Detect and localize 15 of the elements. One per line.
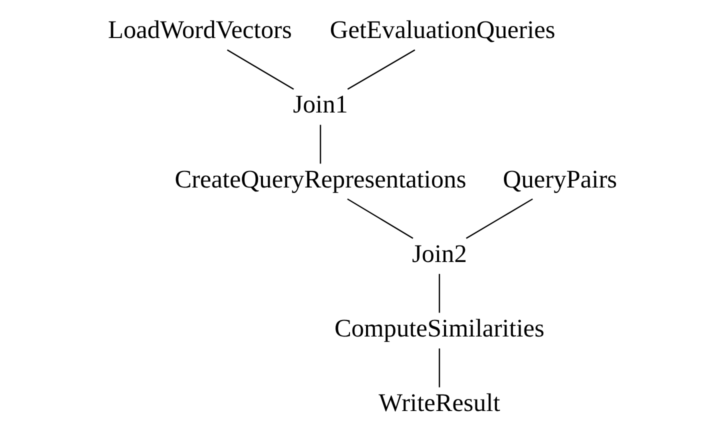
connector bbox=[346, 49, 415, 90]
node-text: Join1 bbox=[292, 90, 348, 119]
connector bbox=[438, 348, 440, 388]
node-text: ComputeSimilarities bbox=[334, 314, 544, 342]
connector bbox=[319, 124, 321, 164]
connector bbox=[465, 198, 532, 239]
node-text: WriteResult bbox=[378, 388, 500, 417]
node-text: CreateQueryRepresentations bbox=[174, 165, 466, 194]
node-text: GetEvaluationQueries bbox=[329, 16, 555, 44]
node-text: LoadWordVectors bbox=[107, 16, 292, 44]
connector bbox=[438, 274, 440, 313]
node-text: Join2 bbox=[411, 240, 466, 268]
connector bbox=[346, 198, 413, 239]
node-text: QueryPairs bbox=[502, 165, 617, 194]
connector bbox=[226, 49, 294, 90]
